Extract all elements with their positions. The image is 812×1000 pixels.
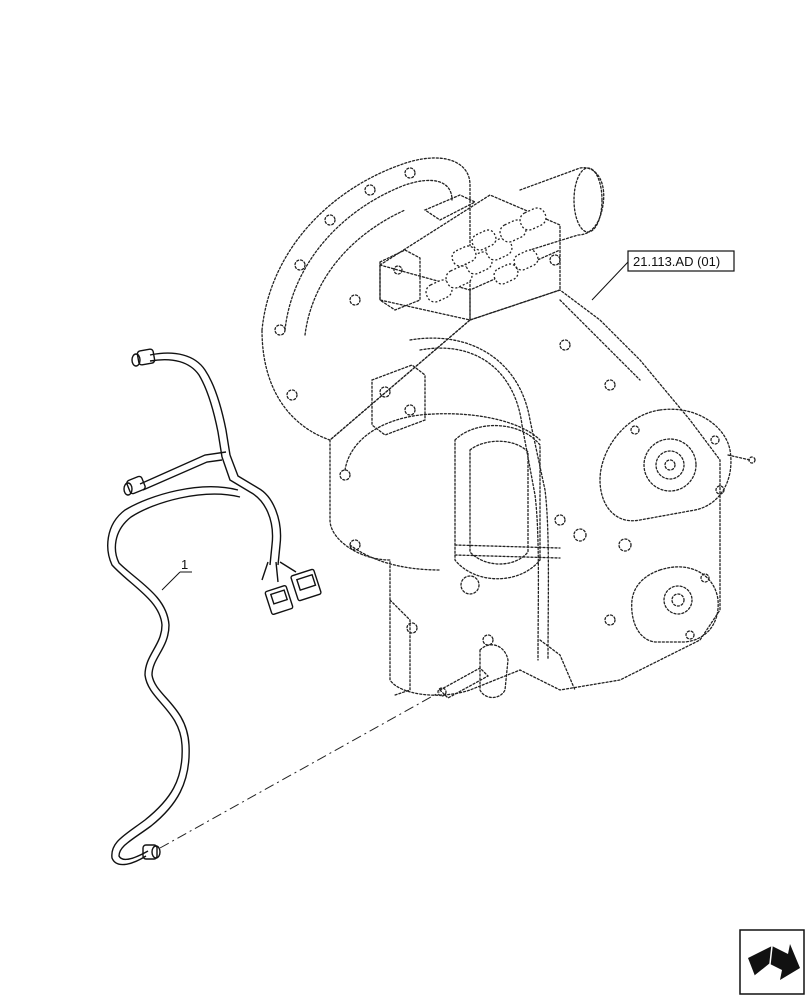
reference-label-text: 21.113.AD (01) <box>633 254 720 269</box>
harness-end-connector-bottom <box>142 844 161 860</box>
wire-harness <box>107 348 322 866</box>
transmission-assembly <box>261 157 756 699</box>
assembly-line <box>159 691 441 849</box>
solenoid-valves <box>425 207 547 303</box>
callout-number-1: 1 <box>181 557 188 572</box>
folded-arrow-icon[interactable] <box>739 929 805 995</box>
reference-label-box[interactable]: 21.113.AD (01) <box>627 250 735 272</box>
harness-end-connector-middle <box>123 475 146 496</box>
reference-leader <box>591 261 629 301</box>
harness-multipin-connectors <box>261 561 322 615</box>
harness-end-connector-top <box>131 348 156 367</box>
callout-leader-1 <box>161 571 181 591</box>
